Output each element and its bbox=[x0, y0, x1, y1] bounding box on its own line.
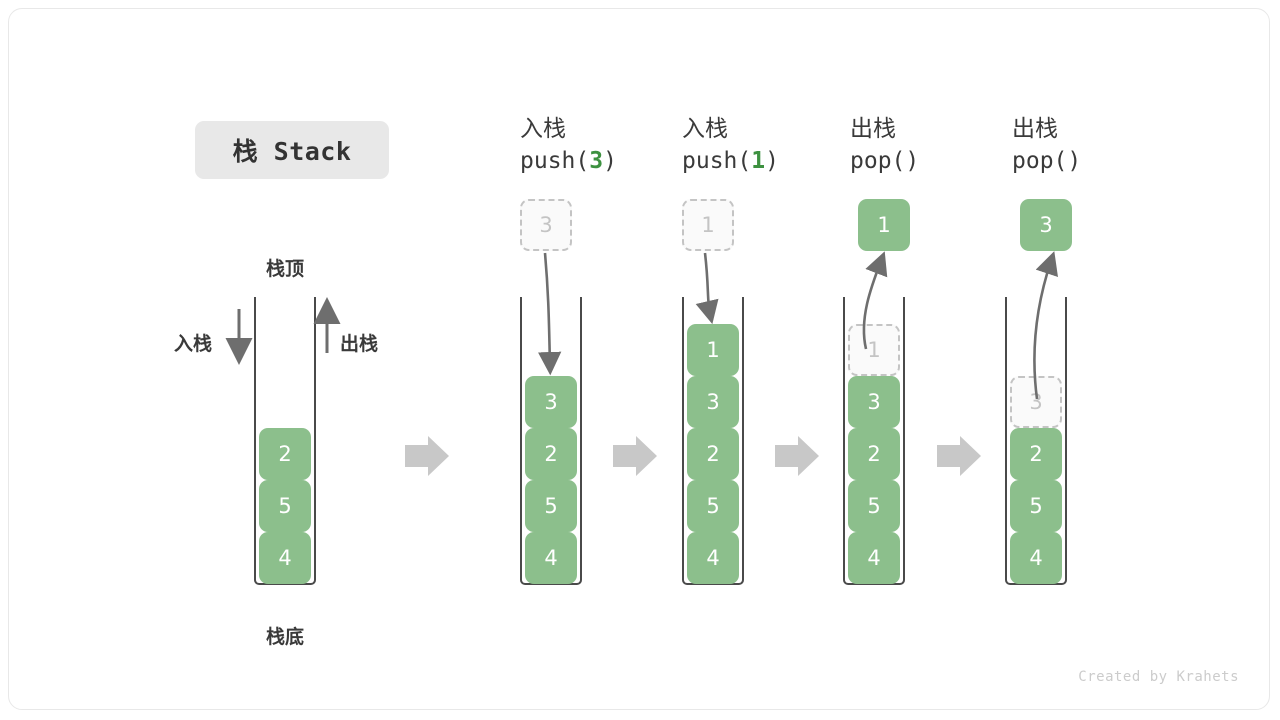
floating-cell-pop-3: 3 bbox=[1020, 199, 1072, 251]
stack-cell: 3 bbox=[525, 376, 577, 428]
step-arrow-icon bbox=[775, 436, 819, 476]
stack-container-push-1 bbox=[682, 297, 744, 585]
code-prefix: pop( bbox=[1012, 148, 1068, 174]
code-suffix: ) bbox=[603, 148, 617, 174]
column-header-cn: 入栈 bbox=[682, 116, 728, 142]
code-suffix: ) bbox=[765, 148, 779, 174]
stack-cell: 4 bbox=[848, 532, 900, 584]
stack-container-push-3 bbox=[520, 297, 582, 585]
stack-cell: 2 bbox=[525, 428, 577, 480]
stack-container-pop-3 bbox=[1005, 297, 1067, 585]
column-header-push-3: 入栈 push(3) bbox=[520, 114, 720, 178]
code-arg: 1 bbox=[751, 148, 766, 174]
column-header-code: push(3) bbox=[520, 144, 720, 178]
stack-cell: 1 bbox=[687, 324, 739, 376]
stack-cell: 5 bbox=[525, 480, 577, 532]
stack-cell: 5 bbox=[687, 480, 739, 532]
step-arrow-icon bbox=[613, 436, 657, 476]
column-header-push-1: 入栈 push(1) bbox=[682, 114, 882, 178]
code-prefix: pop( bbox=[850, 148, 906, 174]
column-header-cn: 入栈 bbox=[520, 116, 566, 142]
column-header-code: pop() bbox=[850, 144, 1050, 178]
floating-cell-pop-1: 1 bbox=[858, 199, 910, 251]
stack-cell: 2 bbox=[687, 428, 739, 480]
pop-legend-label: 出栈 bbox=[340, 333, 379, 355]
floating-cell-push-3: 3 bbox=[520, 199, 572, 251]
stack-cell: 4 bbox=[1010, 532, 1062, 584]
stack-cell: 4 bbox=[687, 532, 739, 584]
stack-bottom-label: 栈底 bbox=[266, 626, 305, 648]
code-suffix: ) bbox=[905, 148, 920, 174]
step-arrow-icon bbox=[405, 436, 449, 476]
floating-cell-push-1: 1 bbox=[682, 199, 734, 251]
credit-text: Created by Krahets bbox=[1078, 669, 1239, 685]
step-arrow-icon bbox=[937, 436, 981, 476]
stack-cell: 2 bbox=[848, 428, 900, 480]
code-prefix: push( bbox=[682, 148, 752, 174]
stack-cell-vacated: 1 bbox=[848, 324, 900, 376]
code-arg: 3 bbox=[589, 148, 604, 174]
column-header-code: pop() bbox=[1012, 144, 1212, 178]
stack-cell-vacated: 3 bbox=[1010, 376, 1062, 428]
column-header-code: push(1) bbox=[682, 144, 882, 178]
code-suffix: ) bbox=[1067, 148, 1082, 174]
stack-container-initial bbox=[254, 297, 316, 585]
stack-container-pop-1 bbox=[843, 297, 905, 585]
stack-cell: 4 bbox=[525, 532, 577, 584]
stack-cell: 4 bbox=[259, 532, 311, 584]
stack-cell: 3 bbox=[687, 376, 739, 428]
stack-cell: 3 bbox=[848, 376, 900, 428]
column-header-pop-3: 出栈 pop() bbox=[1012, 114, 1212, 178]
stack-top-label: 栈顶 bbox=[266, 258, 305, 280]
title-badge: 栈 Stack bbox=[195, 121, 389, 179]
column-header-pop-1: 出栈 pop() bbox=[850, 114, 1050, 178]
stack-cell: 5 bbox=[1010, 480, 1062, 532]
stack-cell: 2 bbox=[1010, 428, 1062, 480]
code-prefix: push( bbox=[520, 148, 590, 174]
stack-cell: 5 bbox=[259, 480, 311, 532]
diagram-card: 栈 Stack 栈顶 栈底 入栈 出栈 入栈 push(3) 入栈 push(1… bbox=[8, 8, 1270, 710]
column-header-cn: 出栈 bbox=[850, 116, 896, 142]
stack-cell: 2 bbox=[259, 428, 311, 480]
column-header-cn: 出栈 bbox=[1012, 116, 1058, 142]
push-legend-label: 入栈 bbox=[174, 333, 213, 355]
stack-cell: 5 bbox=[848, 480, 900, 532]
